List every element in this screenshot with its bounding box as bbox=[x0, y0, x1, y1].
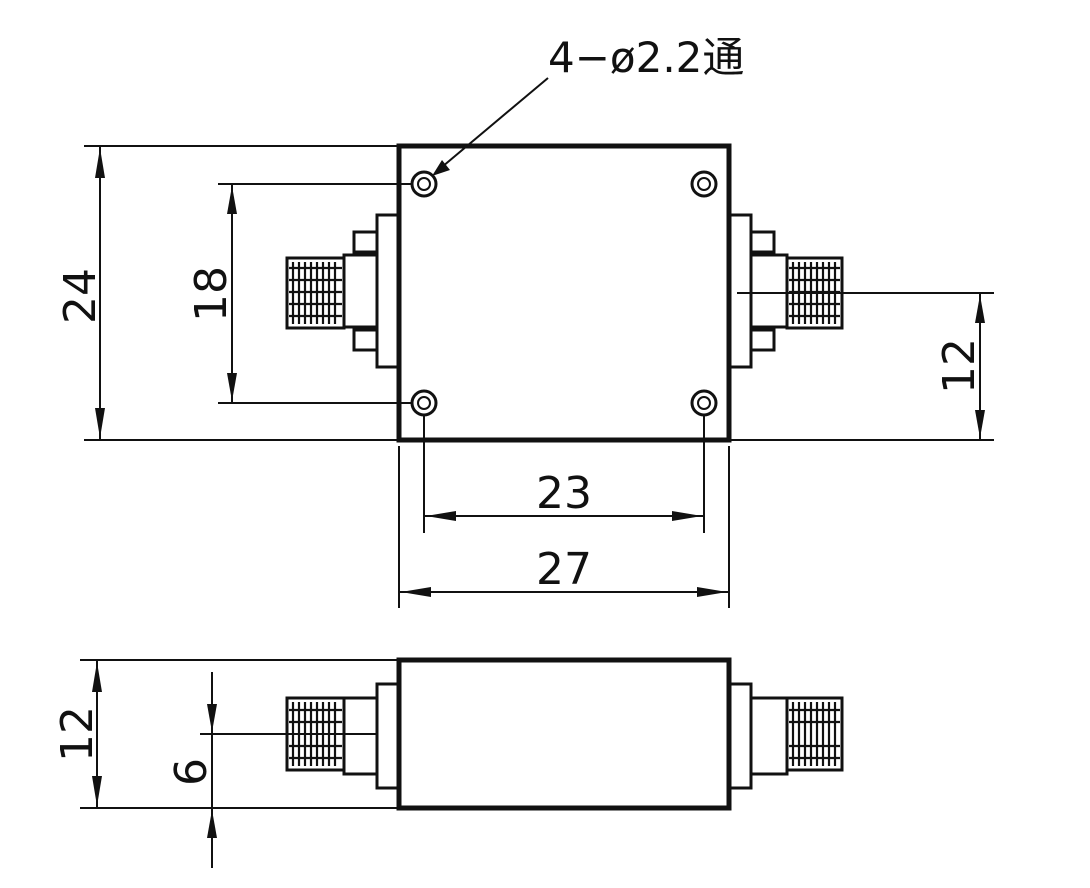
top-view-body bbox=[396, 143, 732, 443]
dim-connector-offset-label: 12 bbox=[934, 338, 985, 394]
dimension-overall-width: 27 bbox=[398, 446, 730, 608]
dim-hole-spacing-vertical-label: 18 bbox=[186, 266, 237, 322]
side-left-connector bbox=[285, 682, 401, 790]
dim-overall-width-label: 27 bbox=[536, 544, 592, 595]
side-view-body bbox=[396, 657, 732, 811]
dimension-hole-spacing-vertical: 18 bbox=[186, 183, 412, 404]
dimension-overall-height: 24 bbox=[55, 145, 399, 441]
mounting-hole-top-right bbox=[690, 170, 718, 198]
side-view: 12 6 bbox=[52, 657, 844, 868]
left-sma-connector bbox=[285, 213, 401, 369]
dim-overall-height-label: 24 bbox=[55, 268, 106, 324]
right-sma-connector bbox=[727, 213, 844, 369]
dim-body-thickness-label: 12 bbox=[52, 706, 103, 762]
dimension-connector-offset: 12 bbox=[729, 292, 994, 441]
dimension-connector-center: 6 bbox=[166, 672, 377, 868]
dim-connector-center-label: 6 bbox=[166, 758, 217, 786]
hole-callout: 4−ø2.2通 bbox=[432, 33, 744, 176]
top-view: 4−ø2.2通 24 18 12 bbox=[55, 33, 994, 608]
side-right-connector-threads bbox=[789, 702, 840, 766]
dimension-hole-spacing-horizontal: 23 bbox=[423, 415, 705, 533]
left-connector-threads bbox=[289, 262, 342, 324]
dimension-body-thickness: 12 bbox=[52, 659, 399, 809]
hole-note: 4−ø2.2通 bbox=[548, 33, 744, 82]
side-right-connector bbox=[727, 682, 844, 790]
dim-hole-spacing-horizontal-label: 23 bbox=[536, 468, 592, 519]
